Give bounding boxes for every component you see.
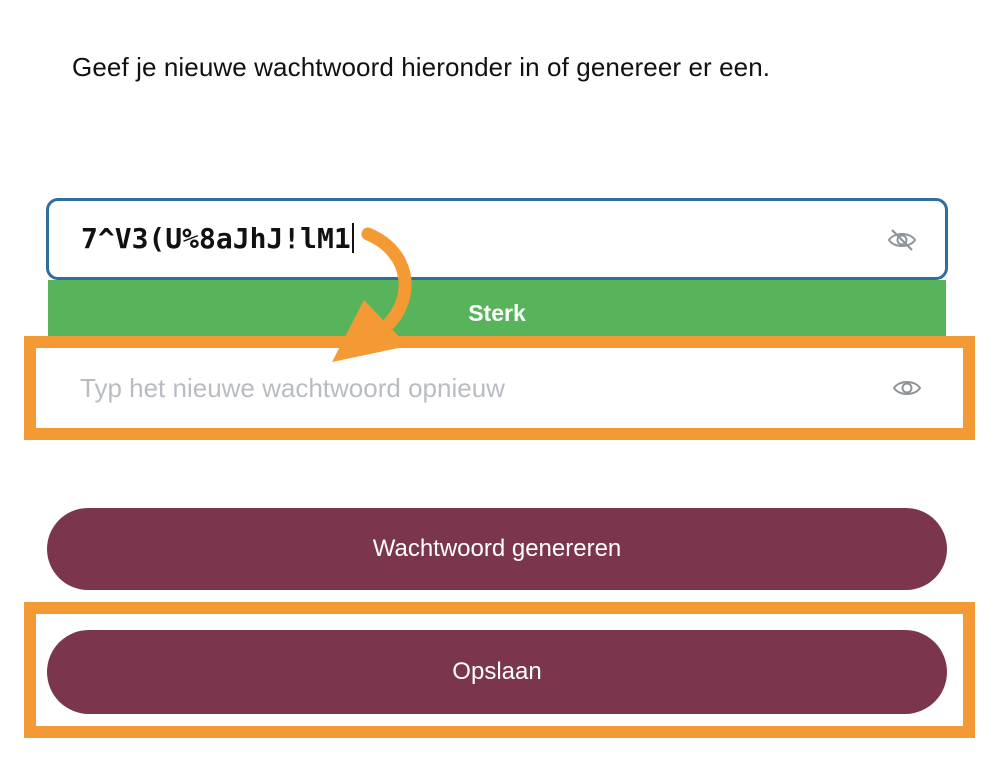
new-password-field[interactable]: 7^V3(U%8aJhJ!lM1 xyxy=(46,198,948,280)
save-button[interactable]: Opslaan xyxy=(47,630,947,714)
generate-password-button[interactable]: Wachtwoord genereren xyxy=(47,508,947,590)
text-caret xyxy=(351,223,354,253)
confirm-password-input[interactable] xyxy=(78,364,842,412)
eye-slash-icon[interactable] xyxy=(887,228,917,252)
password-strength-bar: Sterk xyxy=(48,280,946,338)
eye-icon[interactable] xyxy=(892,376,922,400)
confirm-password-field[interactable] xyxy=(46,348,948,428)
new-password-value: 7^V3(U%8aJhJ!lM1 xyxy=(81,222,354,255)
highlight-box-save xyxy=(24,602,975,738)
instruction-text: Geef je nieuwe wachtwoord hieronder in o… xyxy=(72,52,771,82)
highlight-box-confirm xyxy=(24,336,975,440)
